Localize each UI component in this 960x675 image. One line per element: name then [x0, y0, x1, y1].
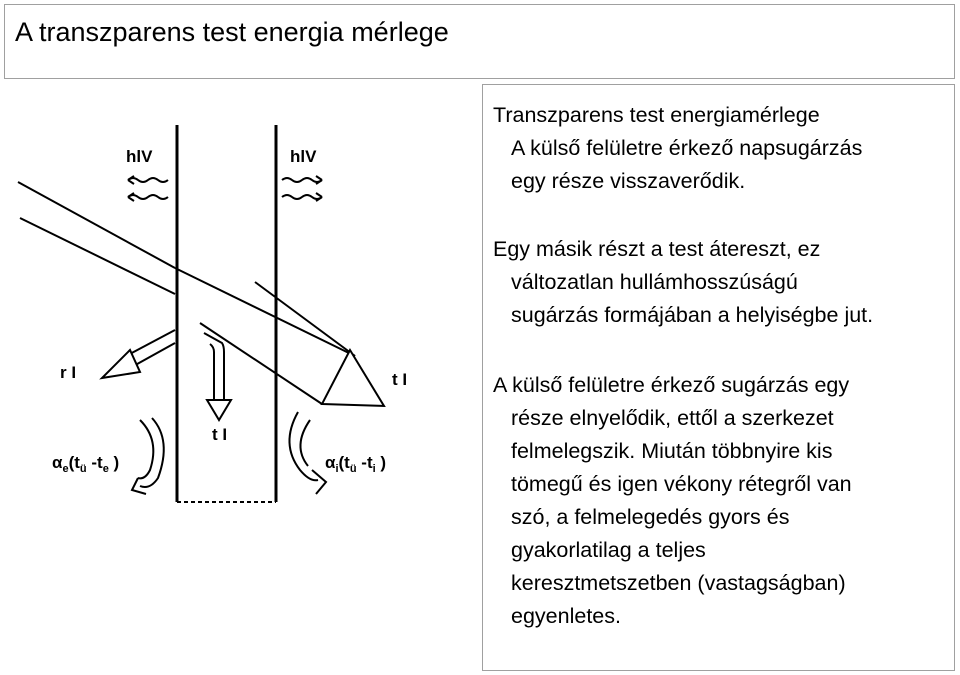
text-line: A külső felületre érkező sugárzás egy	[493, 373, 850, 397]
text-line: Transzparens test energiamérlege	[493, 103, 820, 127]
label-transmitted: t I	[392, 370, 407, 389]
text-line: szó, a felmelegedés gyors és	[511, 505, 790, 529]
text-line: sugárzás formájában a helyiségbe jut.	[511, 303, 874, 327]
reflected-radiation-arrow	[99, 329, 176, 380]
convection-arrow-right	[288, 411, 328, 495]
text-line: felmelegszik. Miután többnyire kis	[511, 439, 833, 463]
incident-radiation-arrow	[17, 181, 386, 408]
convection-arrow-left	[130, 417, 165, 495]
title-box: A transzparens test energia mérlege	[4, 4, 955, 79]
text-line: változatlan hullámhosszúságú	[511, 270, 798, 294]
longwave-arrows-left	[127, 175, 169, 202]
paragraph-transmission: Egy másik részt a test átereszt, ez vált…	[493, 233, 873, 332]
text-line: A külső felületre érkező napsugárzás	[511, 136, 863, 160]
absorbed-radiation-arrow	[203, 332, 233, 422]
text-line: Egy másik részt a test átereszt, ez	[493, 237, 821, 261]
label-reflected: r I	[60, 363, 76, 382]
text-line: keresztmetszetben (vastagságban)	[511, 571, 846, 595]
text-line: gyakorlatilag a teljes	[511, 538, 706, 562]
text-line: tömegű és igen vékony rétegről van	[511, 472, 852, 496]
text-line: része elnyelődik, ettől a szerkezet	[511, 406, 834, 430]
text-line: egy része visszaverődik.	[511, 169, 746, 193]
label-hlv-left: hlV	[126, 147, 153, 166]
longwave-arrows-right	[281, 175, 323, 202]
label-inner: t I	[212, 425, 227, 444]
energy-balance-diagram: hlV hlV r I t I t I	[17, 125, 407, 503]
label-alpha-i: αi(tü -ti )	[325, 453, 386, 475]
label-hlv-right: hlV	[290, 147, 317, 166]
paragraph-intro: Transzparens test energiamérlege A külső…	[493, 99, 862, 198]
text-panel: Transzparens test energiamérlege A külső…	[482, 84, 955, 671]
label-alpha-e: αe(tü -te )	[52, 453, 119, 475]
paragraph-absorption: A külső felületre érkező sugárzás egy ré…	[493, 369, 852, 633]
page-title: A transzparens test energia mérlege	[15, 17, 449, 47]
text-line: egyenletes.	[511, 604, 621, 628]
